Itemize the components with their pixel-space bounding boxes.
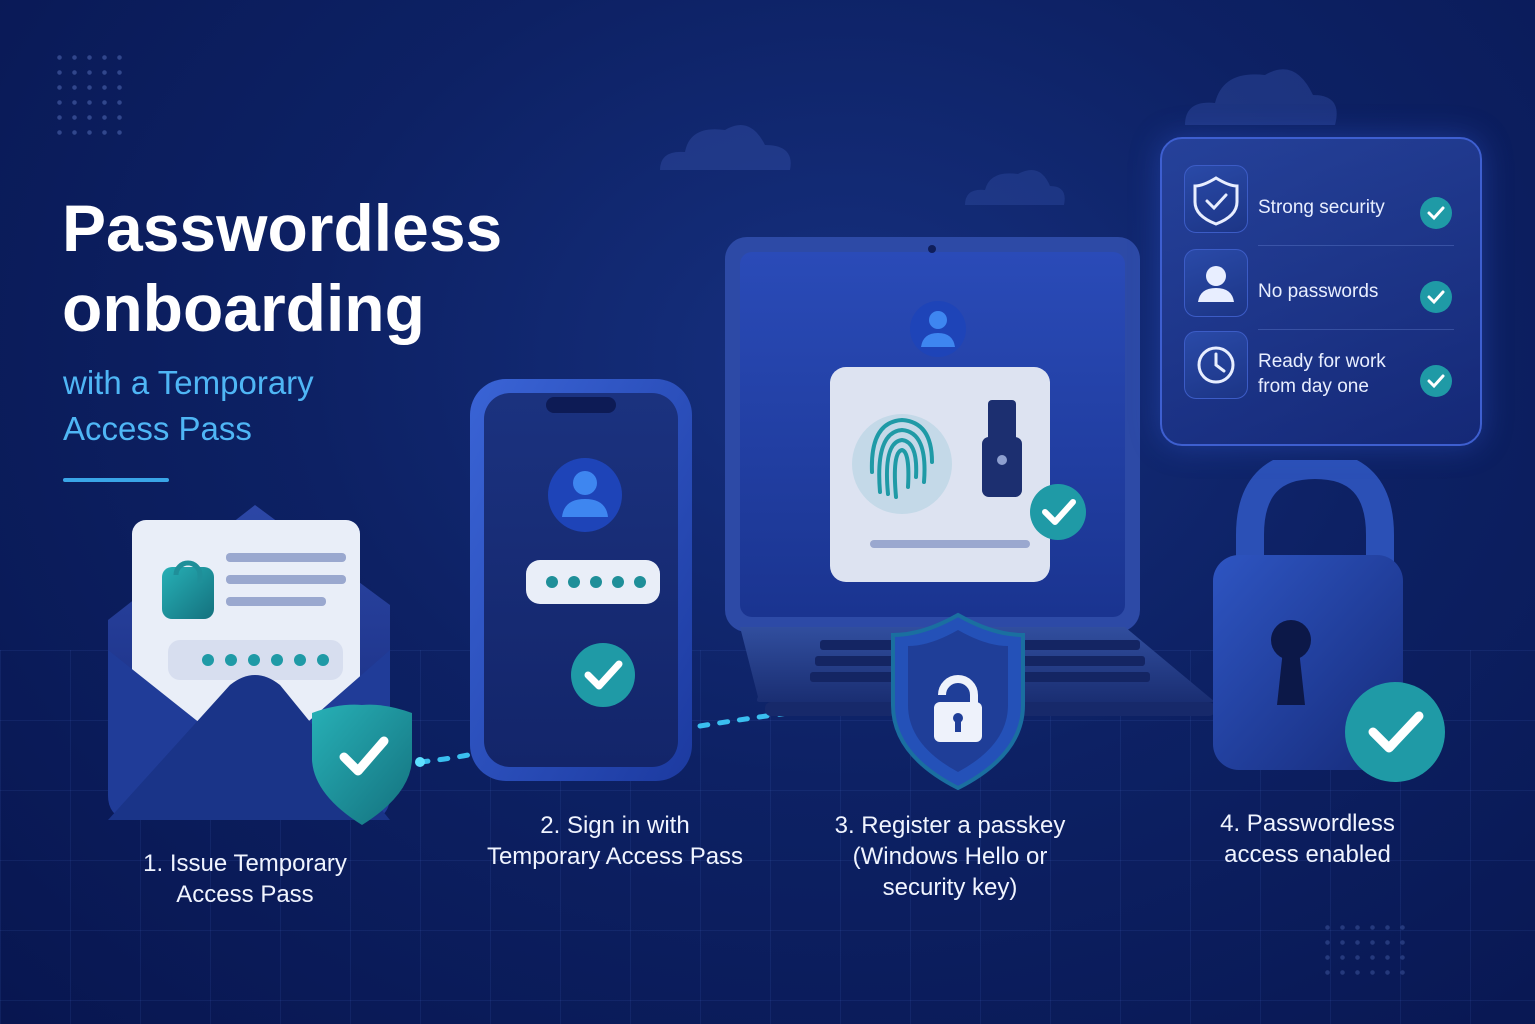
step-label-line: 2. Sign in with	[540, 812, 690, 839]
page-title: Passwordless onboarding	[62, 188, 582, 348]
user-icon	[1184, 249, 1248, 317]
divider	[1258, 329, 1454, 330]
subtitle-line: Access Pass	[63, 410, 252, 447]
step-3-label: 3. Register a passkey (Windows Hello or …	[810, 810, 1090, 903]
benefit-label-line: Ready for work	[1258, 351, 1386, 372]
check-icon	[1420, 197, 1452, 229]
step-1-label: 1. Issue Temporary Access Pass	[110, 848, 380, 910]
benefits-card: Strong security No passwords Ready for w…	[1160, 137, 1482, 446]
step-label-line: (Windows Hello or	[852, 843, 1048, 870]
step-label-line: security key)	[882, 874, 1018, 901]
step-label-line: access enabled	[1224, 841, 1391, 868]
step-label-line: 4. Passwordless	[1220, 810, 1395, 837]
laptop-icon	[725, 237, 1215, 716]
benefit-row: Ready for work from day one	[1184, 331, 1464, 403]
padlock-icon	[1213, 460, 1445, 782]
benefit-label-line: from day one	[1258, 376, 1369, 397]
subtitle-line: with a Temporary	[63, 364, 314, 401]
benefit-label: Ready for work from day one	[1258, 349, 1386, 399]
decorative-dots	[1320, 920, 1410, 980]
step-label-line: Temporary Access Pass	[486, 843, 744, 870]
envelope-icon	[108, 505, 412, 825]
benefit-label: No passwords	[1258, 281, 1379, 302]
phone-icon	[470, 379, 692, 781]
step-label-line: 3. Register a passkey	[834, 812, 1066, 839]
benefit-row: Strong security	[1184, 165, 1464, 246]
shield-check-icon	[1184, 165, 1248, 233]
divider	[1258, 245, 1454, 246]
check-icon	[1420, 365, 1452, 397]
step-4-label: 4. Passwordless access enabled	[1180, 808, 1435, 870]
benefit-label: Strong security	[1258, 197, 1385, 218]
step-label-line: Access Pass	[176, 881, 314, 908]
shield-lock-icon	[891, 612, 1025, 790]
check-icon	[1420, 281, 1452, 313]
benefit-row: No passwords	[1184, 249, 1464, 330]
step-label-line: 1. Issue Temporary	[143, 850, 347, 877]
clock-icon	[1184, 331, 1248, 399]
cloud-icon	[660, 125, 791, 170]
title-line: Passwordless	[62, 191, 503, 265]
page-subtitle: with a Temporary Access Pass	[63, 360, 423, 452]
step-2-label: 2. Sign in with Temporary Access Pass	[470, 810, 760, 872]
title-line: onboarding	[62, 271, 425, 345]
cloud-icon	[965, 170, 1065, 205]
title-underline	[63, 478, 169, 482]
decorative-dots	[52, 50, 132, 140]
cloud-icon	[1185, 69, 1337, 125]
